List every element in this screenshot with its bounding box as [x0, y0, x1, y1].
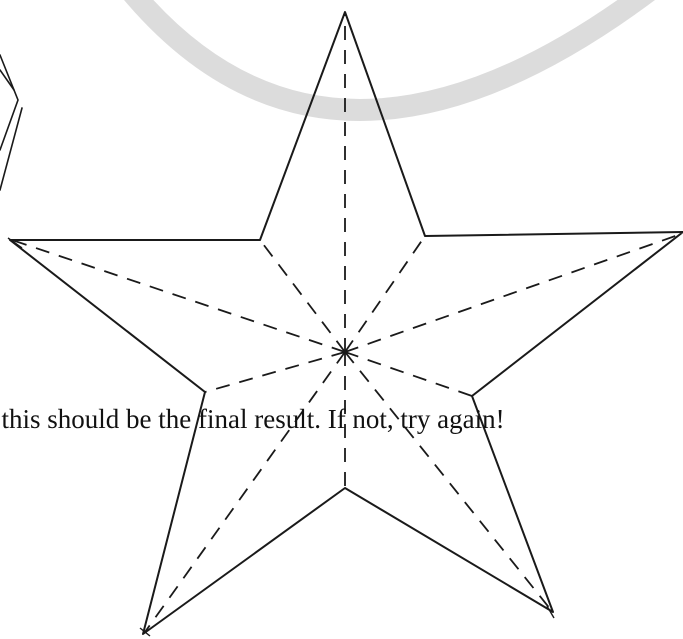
- watermark-arc: [130, 0, 650, 110]
- fold-line-bottom-right: [345, 352, 551, 610]
- fold-line-inner-top-right: [345, 236, 425, 352]
- caption-text: . this should be the final result. If no…: [0, 406, 505, 433]
- fold-line-right: [345, 234, 681, 352]
- fold-line-inner-right: [345, 352, 472, 396]
- fold-line-inner-left: [205, 352, 345, 392]
- partial-shape-left: [0, 55, 22, 190]
- fold-line-inner-top-left: [260, 240, 345, 352]
- tip-marks: [8, 238, 554, 636]
- fold-line-bottom-left: [145, 352, 345, 632]
- fold-line-left: [12, 240, 345, 352]
